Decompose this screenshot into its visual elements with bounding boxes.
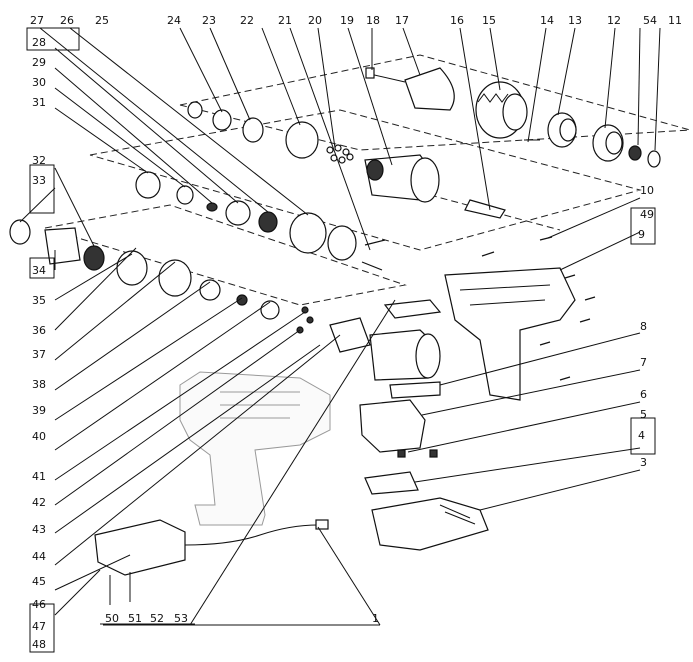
bracket-boxes bbox=[26, 27, 656, 653]
label-7: 7 bbox=[640, 356, 647, 369]
label-50: 50 bbox=[105, 612, 119, 625]
housing-49 bbox=[444, 267, 576, 401]
label-34: 34 bbox=[32, 264, 46, 277]
label-52: 52 bbox=[150, 612, 164, 625]
leader-lines bbox=[19, 27, 661, 626]
label-6: 6 bbox=[640, 388, 647, 401]
label-43: 43 bbox=[32, 523, 46, 536]
label-29: 29 bbox=[32, 56, 46, 69]
label-51: 51 bbox=[128, 612, 142, 625]
label-18: 18 bbox=[366, 14, 380, 27]
label-40: 40 bbox=[32, 430, 46, 443]
label-10: 10 bbox=[640, 184, 654, 197]
label-11: 11 bbox=[668, 14, 682, 27]
part-number-labels: 27 26 25 24 23 22 21 20 19 18 17 16 15 1… bbox=[30, 14, 682, 651]
label-12: 12 bbox=[607, 14, 621, 27]
label-16: 16 bbox=[450, 14, 464, 27]
label-28: 28 bbox=[32, 36, 46, 49]
label-15: 15 bbox=[482, 14, 496, 27]
label-8: 8 bbox=[640, 320, 647, 333]
drill-body-ghost bbox=[179, 371, 331, 526]
label-45: 45 bbox=[32, 575, 46, 588]
label-49: 49 bbox=[640, 208, 654, 221]
label-25: 25 bbox=[95, 14, 109, 27]
label-47: 47 bbox=[32, 620, 46, 633]
label-31: 31 bbox=[32, 96, 46, 109]
rings-12-13 bbox=[524, 112, 661, 168]
screws bbox=[296, 236, 596, 381]
label-5: 5 bbox=[640, 408, 647, 421]
label-37: 37 bbox=[32, 348, 46, 361]
chuck-17 bbox=[365, 67, 455, 111]
label-23: 23 bbox=[202, 14, 216, 27]
label-35: 35 bbox=[32, 294, 46, 307]
label-30: 30 bbox=[32, 76, 46, 89]
charger-47 bbox=[94, 519, 329, 605]
gearbox-19 bbox=[364, 154, 506, 219]
collar-15 bbox=[475, 81, 528, 139]
label-22: 22 bbox=[240, 14, 254, 27]
label-9: 9 bbox=[638, 228, 645, 241]
battery-3-4 bbox=[364, 471, 489, 551]
switch-6-7 bbox=[359, 381, 441, 458]
label-32: 32 bbox=[32, 154, 46, 167]
label-14: 14 bbox=[540, 14, 554, 27]
motor-8 bbox=[329, 299, 442, 381]
label-13: 13 bbox=[568, 14, 582, 27]
label-53: 53 bbox=[174, 612, 188, 625]
label-33: 33 bbox=[32, 174, 46, 187]
label-46: 46 bbox=[32, 598, 46, 611]
label-38: 38 bbox=[32, 378, 46, 391]
label-26: 26 bbox=[60, 14, 74, 27]
label-36: 36 bbox=[32, 324, 46, 337]
label-41: 41 bbox=[32, 470, 46, 483]
label-19: 19 bbox=[340, 14, 354, 27]
label-48: 48 bbox=[32, 638, 46, 651]
label-21: 21 bbox=[278, 14, 292, 27]
small-balls-20 bbox=[326, 144, 354, 164]
label-1: 1 bbox=[372, 612, 379, 625]
label-44: 44 bbox=[32, 550, 46, 563]
label-3: 3 bbox=[640, 456, 647, 469]
label-4: 4 bbox=[638, 429, 645, 442]
label-39: 39 bbox=[32, 404, 46, 417]
label-24: 24 bbox=[167, 14, 181, 27]
label-27: 27 bbox=[30, 14, 44, 27]
label-20: 20 bbox=[308, 14, 322, 27]
planetary-set-26-33 bbox=[9, 171, 280, 320]
label-54: 54 bbox=[643, 14, 657, 27]
label-42: 42 bbox=[32, 496, 46, 509]
label-17: 17 bbox=[395, 14, 409, 27]
